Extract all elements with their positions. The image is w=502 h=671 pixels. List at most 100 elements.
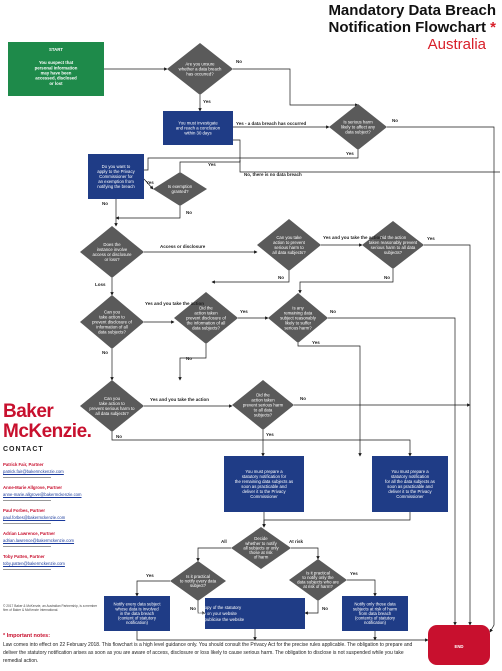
contact-email-link[interactable]: toby.patten@bakermckenzie.com — [3, 561, 65, 566]
publish-website-box — [205, 598, 305, 629]
label-no: No — [102, 201, 108, 206]
notify-risk-box-text: (contents of statutory — [355, 615, 396, 620]
contact-divider — [3, 546, 51, 547]
question-prevented-disclosure-text: data subjects? — [192, 325, 220, 330]
label-no: No — [236, 59, 242, 64]
prepare-remaining-box-text: the remaining data subjects as — [235, 479, 293, 484]
investigate-box — [163, 111, 233, 145]
contact-email-link[interactable]: paul.forbes@bakermckenzie.com — [3, 515, 66, 520]
question-reasonably-prevent-text: Did the action — [380, 235, 407, 240]
question-remaining-harm — [268, 293, 328, 343]
link-notify-risk — [291, 547, 320, 560]
question-prevented-harm-text: prevent serious harm — [243, 402, 284, 407]
start-box-text: You suspect that — [39, 60, 74, 65]
notify-every-box-text: in the data breach — [120, 611, 155, 616]
label-loss: Loss — [95, 282, 106, 287]
label-no: No — [392, 118, 398, 123]
contact-email-link[interactable]: patrick.fair@bakermckenzie.com — [3, 469, 64, 474]
question-serious-harm — [329, 104, 387, 150]
question-prevent-disclosure-text: Can you — [104, 310, 121, 315]
apply-exemption-box-text: apply to the Privacy — [97, 169, 135, 174]
prepare-all-box — [372, 456, 448, 512]
question-practical-all-text: Is it practical — [186, 574, 210, 579]
question-prevented-disclosure-text: prevent disclosure of — [186, 315, 226, 320]
question-prevent-harm-2-text: take action to — [99, 401, 125, 406]
notify-every-box-text: whose data is involved — [115, 606, 159, 611]
contact-email-link[interactable]: anne-marie.allgrove@bakermckenzie.com — [3, 492, 82, 497]
notify-every-box — [104, 596, 170, 631]
label-yes-took-action: Yes and you take the action — [150, 397, 209, 402]
label-yes: Yes — [203, 99, 211, 104]
label-yes: Yes — [146, 180, 154, 185]
publish-website-box-text: • Reasonably publicise the website — [178, 617, 245, 622]
question-instance-text: or loss? — [104, 257, 120, 262]
notify-risk-box-text: from data breach — [359, 611, 392, 616]
link-unsure-no — [233, 68, 359, 107]
question-notify-scope-text: whether to notify — [245, 541, 277, 546]
question-exemption-granted-text: granted? — [172, 189, 190, 194]
question-prevent-harm-1-text: action to prevent — [273, 240, 306, 245]
contact-name: Toby Patten, Partner — [3, 554, 45, 559]
label-breach: Yes - a data breach has occurred — [236, 121, 307, 126]
apply-exemption-box-text: an exemption from — [98, 179, 134, 184]
label-no: No — [116, 434, 122, 439]
end-box — [428, 625, 490, 665]
label-no: No — [300, 396, 306, 401]
notify-every-box-text: (content of statutory — [118, 615, 157, 620]
brand-logo: Baker McKenzie. — [3, 402, 113, 442]
contact-name: Adrian Lawrence, Partner — [3, 531, 56, 536]
apply-exemption-box-text: Commissioner for — [99, 174, 133, 179]
link-apply-yes — [143, 178, 154, 190]
question-prevented-harm — [232, 380, 294, 430]
prepare-remaining-box-text: statutory notification for — [242, 474, 287, 479]
notify-every-box-text: notification) — [126, 620, 149, 625]
start-box-text: personal information — [35, 65, 78, 70]
notify-risk-box — [342, 596, 408, 631]
question-remaining-harm-text: serious harm? — [284, 325, 312, 330]
question-instance-text: access or disclosure — [93, 252, 133, 257]
label-yes: Yes — [312, 340, 320, 345]
question-prevented-disclosure-text: action taken — [194, 311, 218, 316]
link-reasonably-yes — [424, 244, 472, 626]
investigate-box-text: and reach a conclusion — [176, 126, 221, 131]
link-granted-yes — [179, 160, 241, 172]
question-practical-all-text: to notify every data — [180, 578, 217, 583]
prepare-all-box-text: for all the data subjects as — [385, 479, 435, 484]
question-prevent-disclosure-text: information of all — [96, 324, 128, 329]
publish-website-box-text: notification on your website — [185, 611, 237, 616]
link-prevent3-no — [111, 432, 412, 457]
question-prevent-harm-1-text: serious harm to — [274, 245, 304, 250]
link-prevented-disc-no — [178, 344, 207, 381]
question-reasonably-prevent-text: serious harm to all data — [371, 245, 416, 250]
contact-email-link[interactable]: adrian.lawrence@bakermckenzie.com — [3, 538, 75, 543]
question-serious-harm-text: Is serious harm — [343, 120, 373, 125]
label-no: No — [322, 606, 328, 611]
question-unsure-text: whether a data breach — [179, 66, 222, 71]
label-no: No — [102, 350, 108, 355]
question-prevent-harm-2-text: Can you — [104, 396, 121, 401]
question-serious-harm-text: likely to affect any — [341, 124, 376, 129]
question-prevent-harm-2-text: prevent serious harm to — [89, 406, 135, 411]
label-no: No — [278, 275, 284, 280]
contact-divider — [3, 569, 51, 570]
question-prevent-disclosure-text: prevent disclosure of — [92, 319, 132, 324]
question-practical-risk — [289, 559, 347, 601]
contact-heading: CONTACT — [3, 446, 44, 453]
prepare-remaining-box-text: You must prepare a — [245, 469, 283, 474]
question-prevent-harm-1-text: Can you take — [276, 235, 302, 240]
question-practical-risk-text: data subjects who are — [297, 580, 339, 585]
link-practical-risk-yes — [347, 579, 377, 597]
label-yes: Yes — [146, 573, 154, 578]
link-remaining-yes — [297, 343, 362, 457]
question-instance-text: Does the — [103, 242, 121, 247]
link-notify-all — [196, 547, 231, 562]
prepare-all-box-text: statutory notification — [391, 474, 430, 479]
question-reasonably-prevent-text: taken reasonably prevent — [369, 240, 418, 245]
label-yes-took-action: Yes and you take the action — [323, 235, 382, 240]
question-practical-all-text: subject? — [190, 583, 207, 588]
investigate-box-text: You must investigate — [178, 120, 218, 125]
label-at-risk: At risk — [289, 539, 304, 544]
label-no: No — [330, 309, 336, 314]
question-practical-risk-text: Is it practical — [306, 571, 330, 576]
question-unsure-text: has occurred? — [186, 71, 214, 76]
